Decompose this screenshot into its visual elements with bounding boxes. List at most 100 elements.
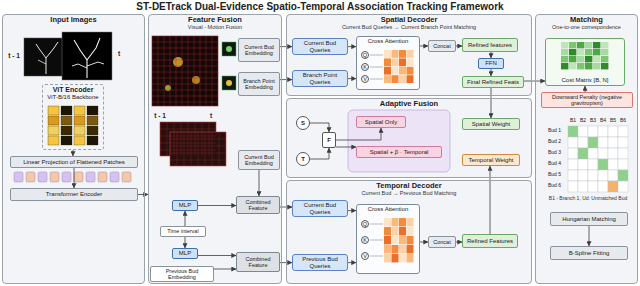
attention-cell [407, 227, 414, 235]
attention-cell [392, 254, 399, 262]
attention-cell [392, 236, 399, 244]
attention-cell [407, 254, 414, 262]
node-text: Combined Feature [239, 199, 277, 211]
grid-line [152, 48, 218, 49]
grid-line [170, 36, 171, 106]
attention-wire [370, 55, 383, 56]
panel-heading: Matching [570, 16, 603, 24]
illustration-part [192, 76, 200, 84]
process-box: Branch Point Embedding [238, 72, 280, 96]
attention-cell [399, 75, 406, 83]
illustration-part [226, 46, 232, 52]
encoder-box: ViT EncoderViT-B/16 Backbone [42, 84, 104, 150]
connector [310, 123, 329, 132]
node-text: Hungarian Matching [562, 216, 616, 223]
node-text: Refined features [468, 42, 512, 49]
patch-token [110, 172, 119, 182]
node-text: Temporal Weight [469, 157, 514, 164]
cost-cell [569, 56, 576, 62]
matrix-cell [568, 137, 578, 148]
patch-cell [87, 136, 98, 145]
node-text: Previous Bud Embedding [153, 268, 211, 280]
mlp-box: MLP [172, 248, 198, 259]
illustration-part [152, 36, 218, 106]
mlp-box: MLP [172, 200, 198, 211]
qkv-label: V [361, 75, 369, 83]
grid-line [152, 54, 218, 55]
matrix-cell [588, 170, 598, 181]
patch-cell [48, 136, 59, 145]
feature-box: Final Refined Feats [462, 76, 524, 88]
cost-cell [585, 49, 592, 55]
process-box: Linear Projection of Flattened Patches [10, 156, 138, 168]
cost-cell [561, 63, 568, 69]
grid-line [182, 36, 183, 106]
connector [198, 205, 236, 206]
illustration-part [24, 38, 68, 76]
matrix-header: B4 [598, 118, 608, 124]
time-label: t - 1 [152, 112, 168, 119]
panel-heading: Input Images [50, 16, 96, 24]
process-box: Previous Bud Embedding [150, 266, 214, 282]
connector [185, 211, 186, 226]
qkv-label: Q [361, 220, 369, 228]
matrix-row-label: Bud 3 [548, 150, 568, 156]
illustration-part [173, 57, 183, 67]
attention-cell [384, 67, 391, 75]
cost-cell [577, 63, 584, 69]
cost-cell [561, 56, 568, 62]
grid-line [160, 136, 216, 137]
cost-cell [585, 56, 592, 62]
attention-cell [407, 218, 414, 226]
connector [420, 46, 428, 47]
node-text: Spatial Only [365, 119, 397, 126]
illustration-part [87, 62, 104, 66]
attention-cell [407, 245, 414, 253]
matrix-cell [608, 159, 618, 170]
matrix-cell [608, 137, 618, 148]
attention-cell [407, 58, 414, 66]
attention-cell [399, 254, 406, 262]
patch-cell [74, 126, 85, 135]
panel-heading: Adaptive Fusion [380, 100, 438, 108]
feature-box: Refined Features [462, 234, 518, 248]
grid-line [200, 36, 201, 106]
patch-token [38, 172, 47, 182]
node-text: Cross Attention [368, 38, 409, 45]
grid-line [206, 36, 207, 106]
node-text: Spatial Weight [472, 121, 511, 128]
grid-line [158, 36, 159, 106]
node-text: Linear Projection of Flattened Patches [23, 159, 125, 166]
node-text: Previous Bud Queries [295, 256, 345, 269]
feature-box: Refined features [462, 38, 518, 52]
time-label: t [114, 50, 124, 57]
matrix-row-label: Bud 1 [548, 128, 568, 134]
qkv-label: Q [361, 51, 369, 59]
attention-cell [407, 50, 414, 58]
weight-box: Temporal Weight [462, 154, 520, 166]
panel-ground [286, 180, 532, 284]
grid-line [219, 132, 220, 166]
connector [420, 242, 428, 243]
node-text: MLP [179, 250, 191, 257]
cost-cell [593, 42, 600, 48]
node-text: F [327, 137, 331, 144]
matrix-row-label: Bud 4 [548, 161, 568, 167]
matrix-cell [618, 159, 628, 170]
node-text: Time interval [167, 228, 198, 234]
illustration-part [36, 44, 46, 74]
input-circle: T [296, 152, 310, 166]
cost-cell [593, 49, 600, 55]
patch-token [86, 172, 95, 182]
illustration-part [62, 32, 112, 80]
time-label: t - 1 [6, 52, 22, 59]
grid-line [212, 132, 213, 166]
grid-line [170, 153, 226, 154]
attention-cell [407, 75, 414, 83]
attention-cell [384, 218, 391, 226]
patch-cell [87, 116, 98, 125]
panel-heading: Feature Fusion [188, 16, 242, 24]
process-box: Hungarian Matching [550, 212, 628, 226]
cost-cell [601, 63, 608, 69]
